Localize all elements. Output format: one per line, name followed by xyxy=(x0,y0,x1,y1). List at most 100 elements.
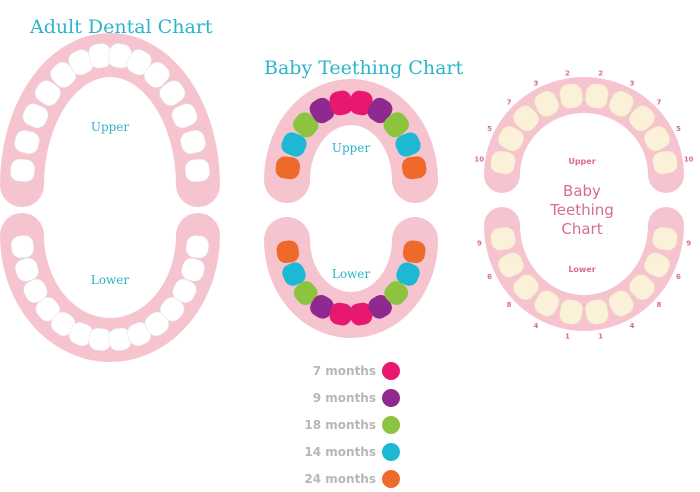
adult-upper-tooth xyxy=(171,103,198,129)
baby-lower-tooth xyxy=(310,295,334,319)
upper-tooth-number: 2 xyxy=(598,69,603,77)
legend-dot xyxy=(382,388,400,407)
lower-tooth-number: 6 xyxy=(676,273,681,281)
baby-lower-label: Lower xyxy=(332,267,371,281)
baby-lower-tooth xyxy=(396,262,420,286)
lower-tooth-number: 8 xyxy=(657,301,662,309)
baby-chart-upper-tooth xyxy=(490,150,516,175)
baby-upper-tooth xyxy=(395,132,421,157)
baby-chart-upper-label: Upper xyxy=(568,157,595,166)
baby-chart-upper-tooth xyxy=(559,83,583,109)
baby-chart-lower-tooth xyxy=(644,252,670,278)
baby-chart-lower-tooth xyxy=(559,299,583,325)
baby-upper-tooth xyxy=(401,156,427,180)
baby-chart-upper-tooth xyxy=(644,126,671,152)
upper-tooth-number: 3 xyxy=(533,79,538,87)
legend-item: 9 months xyxy=(300,384,400,411)
adult-upper-tooth xyxy=(180,130,206,155)
baby-chart-lower-tooth xyxy=(652,227,678,251)
upper-tooth-number: 7 xyxy=(657,98,662,106)
baby-tooth-number-chart: 10 5 7 3 2 2 3 7 5 10 9 6 8 4 1 1 4 8 6 9 xyxy=(474,69,693,340)
adult-lower-gum xyxy=(0,213,220,362)
adult-dental-chart xyxy=(0,33,220,362)
baby-lower-tooth xyxy=(329,302,353,326)
baby-chart-lower-tooth xyxy=(534,290,560,317)
lower-tooth-number: 4 xyxy=(630,322,635,330)
adult-upper-tooth xyxy=(184,158,210,182)
adult-upper-tooth xyxy=(10,158,36,182)
legend-item: 24 months xyxy=(300,465,400,492)
legend: 7 months 9 months 18 months 14 months 24… xyxy=(300,357,400,492)
adult-lower-tooth xyxy=(181,257,205,282)
adult-lower-label: Lower xyxy=(91,273,130,287)
upper-tooth-number: 10 xyxy=(474,156,484,164)
baby-chart-lower-label: Lower xyxy=(568,265,595,274)
upper-tooth-number: 10 xyxy=(684,156,694,164)
legend-dot xyxy=(382,442,400,461)
adult-upper-tooth xyxy=(14,130,40,155)
upper-tooth-number: 5 xyxy=(487,125,492,133)
legend-label: 18 months xyxy=(304,417,376,432)
baby-chart-lower-tooth xyxy=(608,290,634,317)
lower-tooth-number: 9 xyxy=(477,240,482,248)
baby-chart-upper-tooth xyxy=(497,126,524,152)
upper-tooth-number: 5 xyxy=(676,125,681,133)
adult-chart-title: Adult Dental Chart xyxy=(30,16,213,38)
baby-chart-title-line-1: Baby xyxy=(563,182,601,200)
baby-teething-chart-title: Baby Teething Chart xyxy=(264,57,464,79)
baby-upper-tooth xyxy=(367,97,393,124)
baby-chart-lower-tooth xyxy=(498,252,524,278)
legend-item: 7 months xyxy=(300,357,400,384)
lower-tooth-number: 8 xyxy=(507,301,512,309)
baby-upper-tooth xyxy=(275,156,301,180)
adult-upper-tooth xyxy=(159,80,186,106)
baby-upper-tooth xyxy=(293,112,319,138)
legend-dot xyxy=(382,415,400,434)
baby-chart-lower-tooth xyxy=(513,274,539,301)
baby-chart-upper-tooth xyxy=(652,150,678,175)
baby-upper-tooth xyxy=(281,132,307,157)
adult-upper-tooth xyxy=(34,80,61,106)
baby-lower-tooth xyxy=(276,240,300,264)
baby-lower-tooth xyxy=(282,262,306,286)
legend-item: 18 months xyxy=(300,411,400,438)
baby-upper-tooth xyxy=(383,112,409,138)
baby-lower-tooth xyxy=(384,281,409,305)
legend-label: 14 months xyxy=(304,444,376,459)
baby-chart-upper-tooth xyxy=(534,90,560,117)
baby-lower-tooth xyxy=(349,302,373,326)
upper-tooth-number: 7 xyxy=(507,98,512,106)
baby-upper-label: Upper xyxy=(332,141,371,155)
legend-item: 14 months xyxy=(300,438,400,465)
legend-label: 9 months xyxy=(312,390,376,405)
adult-lower-tooth xyxy=(185,235,209,259)
lower-tooth-number: 6 xyxy=(487,273,492,281)
baby-chart-lower-tooth xyxy=(490,227,516,251)
legend-dot xyxy=(382,361,400,380)
adult-upper-tooth xyxy=(22,103,49,129)
baby-chart-upper-tooth xyxy=(608,90,634,117)
baby-chart-upper-tooth xyxy=(585,83,609,109)
baby-upper-tooth xyxy=(349,90,373,116)
baby-chart-lower-tooth xyxy=(585,299,609,325)
legend-label: 24 months xyxy=(304,471,376,486)
legend-dot xyxy=(382,469,400,488)
upper-tooth-number: 2 xyxy=(565,69,570,77)
baby-chart-upper-tooth xyxy=(513,105,539,132)
lower-tooth-number: 1 xyxy=(598,333,603,341)
lower-tooth-number: 1 xyxy=(565,333,570,341)
legend-label: 7 months xyxy=(312,363,376,378)
lower-tooth-number: 9 xyxy=(686,240,691,248)
baby-chart-title-line-2: Teething xyxy=(549,201,614,219)
baby-chart-upper-tooth xyxy=(629,105,655,132)
baby-lower-tooth xyxy=(293,281,318,305)
adult-lower-tooth xyxy=(15,257,39,282)
baby-upper-tooth xyxy=(329,90,353,116)
adult-upper-tooth xyxy=(143,61,170,88)
adult-lower-tooth xyxy=(172,278,197,303)
baby-chart-lower-tooth xyxy=(629,274,655,301)
baby-chart-title-line-3: Chart xyxy=(561,220,602,238)
upper-tooth-number: 3 xyxy=(630,79,635,87)
lower-tooth-number: 4 xyxy=(533,322,538,330)
